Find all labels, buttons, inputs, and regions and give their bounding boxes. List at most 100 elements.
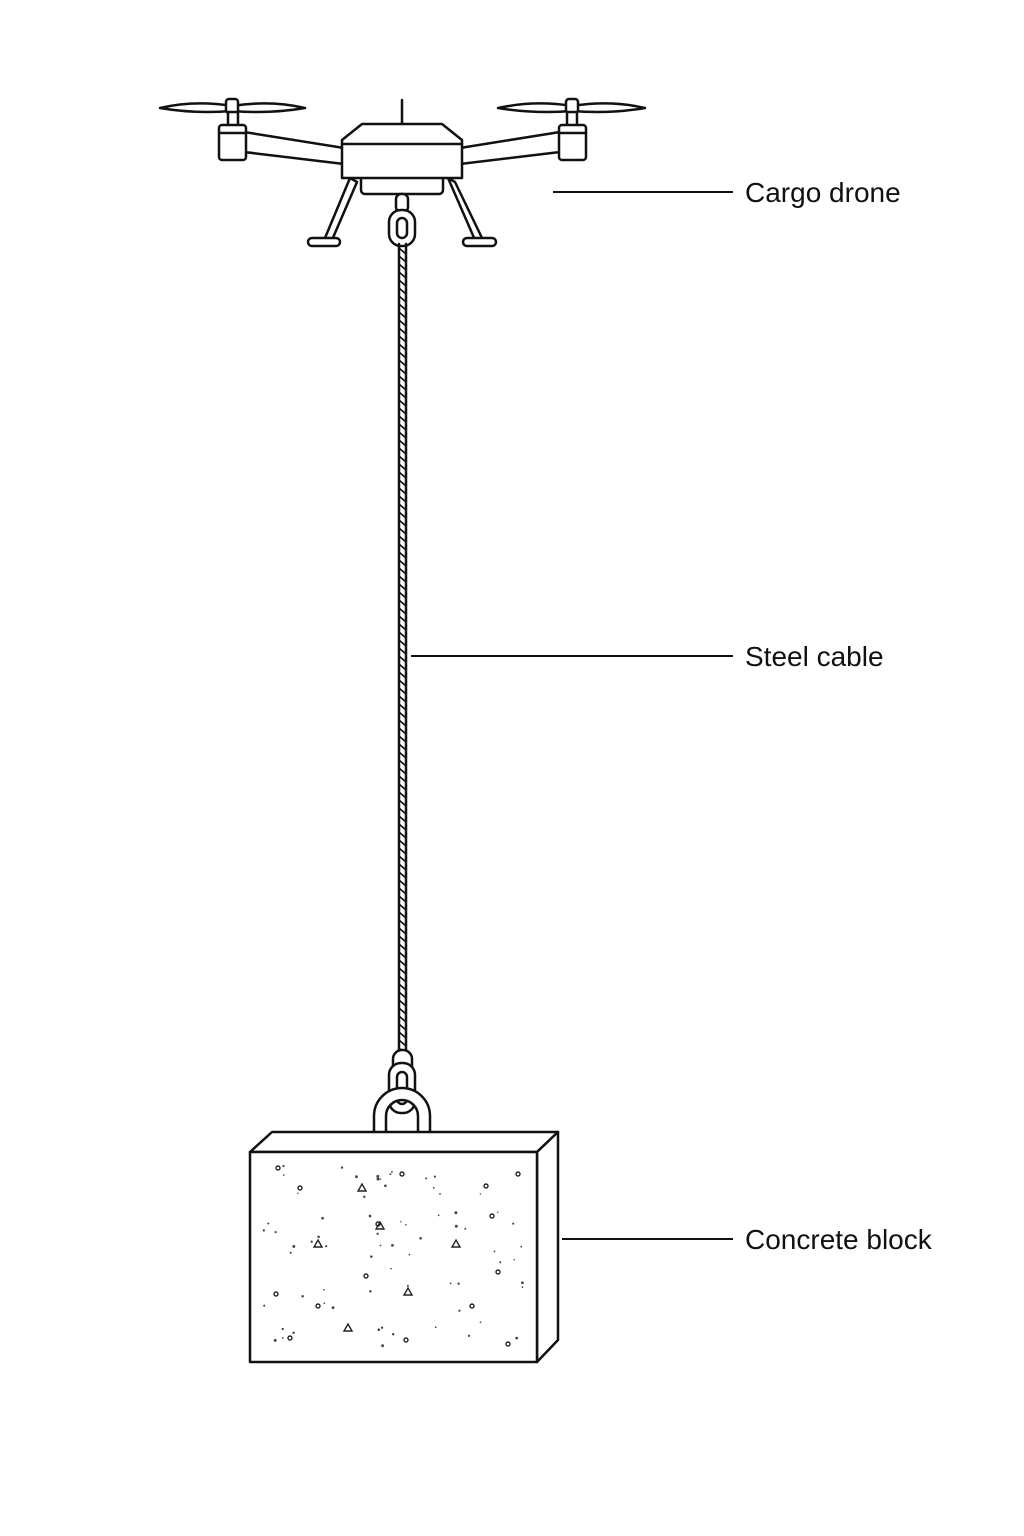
concrete-speck [454,1224,458,1228]
concrete-speck [377,1328,381,1331]
concrete-speck [379,1178,382,1180]
concrete-pebble [399,1171,405,1177]
cable-strand [398,695,407,703]
concrete-pebble [515,1171,521,1177]
concrete-speck [301,1295,304,1298]
label-concrete-block: Concrete block [562,1224,933,1255]
cable-strand [398,831,407,839]
drone-hook [387,192,417,248]
concrete-speck [521,1281,524,1285]
concrete-speck [380,1326,384,1329]
concrete-speck [322,1288,325,1291]
concrete-pebble [495,1269,501,1275]
cable-strand [398,583,407,591]
concrete-pebble [489,1213,495,1219]
concrete-speck [515,1336,519,1340]
cable-strand [398,959,407,967]
cable-strand [398,847,407,855]
cable-strand [398,879,407,887]
concrete-speck [381,1344,385,1348]
concrete-speck [479,1321,482,1324]
concrete-speck [317,1235,320,1239]
cable-strand [398,751,407,759]
cable-strand [398,431,407,439]
concrete-speck [376,1177,380,1181]
concrete-speck [458,1309,461,1312]
drone-landing-gear [306,176,498,248]
drone-arm-left [242,130,346,166]
concrete-speck [262,1229,265,1232]
cable-strand [398,935,407,943]
cable-strand [398,543,407,551]
concrete-speck [439,1193,441,1195]
cable-strand [398,479,407,487]
concrete-texture [262,1164,524,1348]
label-cable-text: Steel cable [745,641,884,672]
cable-strand [398,255,407,263]
cable-strand [398,783,407,791]
concrete-speck [263,1304,266,1307]
concrete-speck [408,1253,411,1256]
concrete-pebble [342,1322,354,1332]
cable-strand [398,655,407,663]
concrete-speck [454,1211,458,1215]
concrete-speck [273,1338,277,1342]
cable-strand [398,759,407,767]
cable-strand [398,383,407,391]
cable-strand [398,535,407,543]
concrete-pebble [469,1303,475,1309]
cable-strand [398,895,407,903]
concrete-speck [323,1302,326,1305]
cable-strand [398,591,407,599]
cable-strand [398,719,407,727]
concrete-speck [281,1327,284,1331]
concrete-speck [282,1337,284,1339]
concrete-speck [355,1175,358,1179]
cable-strand [398,703,407,711]
concrete-speck [432,1186,435,1189]
cable-strand [398,367,407,375]
cable-strand [398,487,407,495]
cable-strand [398,471,407,479]
concrete-speck [340,1166,344,1169]
concrete-speck [384,1184,387,1188]
cable-strand [398,991,407,999]
concrete-speck [379,1244,382,1247]
concrete-block [248,1130,560,1364]
cable-strand [398,799,407,807]
label-drone-text: Cargo drone [745,177,901,208]
cable-strand [398,687,407,695]
concrete-speck [390,1267,392,1270]
cable-strand [398,1023,407,1031]
concrete-pebble [297,1185,303,1191]
concrete-pebble [403,1337,409,1343]
drone-propeller-left [158,97,307,162]
cable-strand [398,559,407,567]
cable-strand [398,279,407,287]
cable-strand [398,919,407,927]
concrete-speck [363,1195,366,1199]
concrete-speck [325,1245,328,1248]
concrete-pebble [312,1238,324,1248]
concrete-speck [390,1170,393,1173]
concrete-pebble [375,1221,381,1227]
block-front-face [248,1150,539,1364]
concrete-speck [434,1326,437,1329]
cable-strand [398,975,407,983]
concrete-speck [391,1244,394,1247]
cable-strand [398,519,407,527]
label-steel-cable: Steel cable [411,641,884,672]
concrete-speck [267,1222,270,1225]
cable-strand [398,551,407,559]
cable-strand [398,735,407,743]
concrete-speck [389,1173,392,1176]
cable-strand [398,607,407,615]
drone-body [340,122,464,196]
cable-strand [398,359,407,367]
cable-strand [398,319,407,327]
cable-strand [398,999,407,1007]
cable-strand [398,247,407,255]
cable-strand [398,967,407,975]
concrete-speck [467,1334,471,1337]
concrete-speck [368,1214,372,1218]
